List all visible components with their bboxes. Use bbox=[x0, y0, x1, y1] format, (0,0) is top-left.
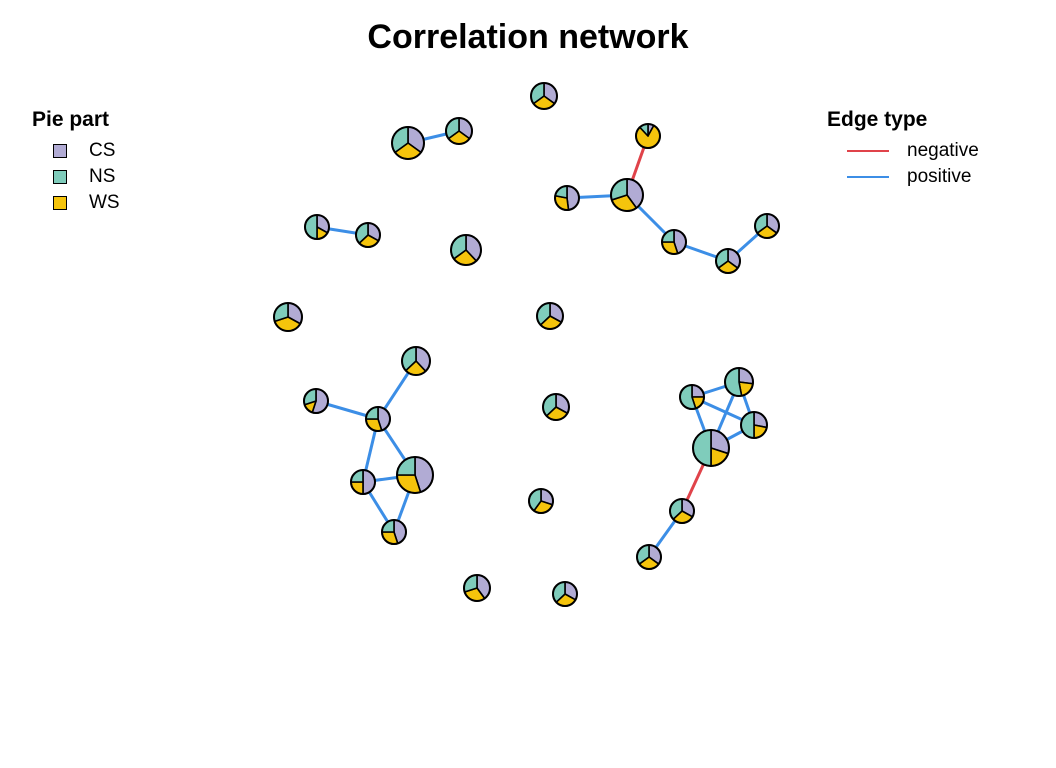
legend-item-ns: NS bbox=[32, 164, 120, 190]
pie-slice-cs bbox=[362, 469, 376, 495]
pie-node bbox=[463, 574, 491, 602]
pie-node bbox=[635, 123, 661, 149]
legend-item-positive: positive bbox=[827, 164, 979, 190]
pie-node bbox=[391, 126, 425, 160]
edge-legend-title: Edge type bbox=[827, 108, 928, 131]
pie-node bbox=[303, 388, 329, 414]
pie-part-legend: Pie part CS NS WS bbox=[32, 108, 120, 216]
node-outline bbox=[528, 488, 554, 514]
pie-node bbox=[396, 456, 434, 494]
node-outline bbox=[530, 82, 558, 110]
pie-node bbox=[273, 302, 303, 332]
pie-node bbox=[528, 488, 554, 514]
pie-node bbox=[754, 213, 780, 239]
pie-node bbox=[381, 519, 407, 545]
node-outline bbox=[450, 234, 482, 266]
node-outline bbox=[679, 384, 705, 410]
pie-node bbox=[740, 411, 768, 439]
pie-node bbox=[530, 82, 558, 110]
legend-label: WS bbox=[89, 192, 120, 213]
node-outline bbox=[724, 367, 754, 397]
pie-node bbox=[679, 384, 705, 410]
node-outline bbox=[636, 544, 662, 570]
pie-node bbox=[304, 214, 330, 240]
node-outline bbox=[355, 222, 381, 248]
pie-node bbox=[715, 248, 741, 274]
node-outline bbox=[740, 411, 768, 439]
node-outline bbox=[536, 302, 564, 330]
node-outline bbox=[350, 469, 376, 495]
positive-line-swatch bbox=[847, 176, 889, 178]
pie-node bbox=[542, 393, 570, 421]
node-outline bbox=[635, 123, 661, 149]
pie-legend-title: Pie part bbox=[32, 108, 110, 131]
node-outline bbox=[381, 519, 407, 545]
node-outline bbox=[463, 574, 491, 602]
pie-slice-ns bbox=[304, 214, 318, 240]
pie-node bbox=[636, 544, 662, 570]
pie-node bbox=[661, 229, 687, 255]
edge-type-legend: Edge type negative positive bbox=[827, 108, 979, 190]
pie-node bbox=[450, 234, 482, 266]
legend-item-cs: CS bbox=[32, 138, 120, 164]
node-outline bbox=[554, 185, 580, 211]
chart-title: Correlation network bbox=[367, 18, 689, 56]
node-outline bbox=[391, 126, 425, 160]
node-outline bbox=[445, 117, 473, 145]
legend-item-ws: WS bbox=[32, 190, 120, 216]
cs-swatch bbox=[53, 144, 67, 158]
node-outline bbox=[365, 406, 391, 432]
pie-node bbox=[355, 222, 381, 248]
negative-line-swatch bbox=[847, 150, 889, 152]
legend-label: CS bbox=[89, 140, 116, 161]
pie-node bbox=[350, 469, 376, 495]
pie-slice-ns bbox=[692, 429, 712, 467]
node-outline bbox=[401, 346, 431, 376]
pie-node bbox=[669, 498, 695, 524]
pie-node bbox=[552, 581, 578, 607]
node-outline bbox=[692, 429, 730, 467]
node-outline bbox=[303, 388, 329, 414]
legend-label: NS bbox=[89, 166, 116, 187]
pie-node bbox=[536, 302, 564, 330]
pie-node bbox=[692, 429, 730, 467]
node-outline bbox=[661, 229, 687, 255]
pie-node bbox=[610, 178, 644, 212]
legend-label: negative bbox=[907, 140, 979, 161]
legend-label: positive bbox=[907, 166, 972, 187]
node-outline bbox=[552, 581, 578, 607]
legend-item-negative: negative bbox=[827, 138, 979, 164]
node-outline bbox=[273, 302, 303, 332]
node-outline bbox=[715, 248, 741, 274]
pie-node bbox=[554, 185, 580, 211]
node-outline bbox=[396, 456, 434, 494]
node-outline bbox=[304, 214, 330, 240]
ns-swatch bbox=[53, 170, 67, 184]
pie-node bbox=[365, 406, 391, 432]
pie-slice-ns bbox=[740, 411, 755, 439]
node-outline bbox=[542, 393, 570, 421]
ws-swatch bbox=[53, 196, 67, 210]
pie-node bbox=[724, 367, 754, 397]
pie-node bbox=[445, 117, 473, 145]
node-outline bbox=[754, 213, 780, 239]
pie-slice-ns bbox=[724, 367, 743, 397]
node-outline bbox=[669, 498, 695, 524]
node-outline bbox=[610, 178, 644, 212]
pie-node bbox=[401, 346, 431, 376]
